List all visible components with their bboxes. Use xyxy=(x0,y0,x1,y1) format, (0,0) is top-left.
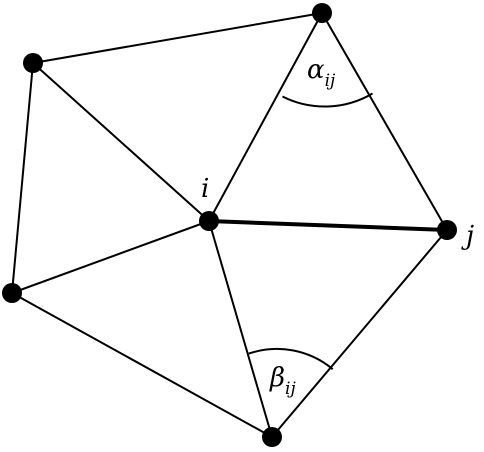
label-beta-subscript: ij xyxy=(285,379,296,399)
vertex-i xyxy=(199,211,219,231)
edge-i-j xyxy=(207,219,449,232)
vertex-left xyxy=(2,283,22,303)
edge-left-top-left xyxy=(11,62,34,294)
alpha-angle-arc xyxy=(282,92,374,108)
label-alpha-symbol: α xyxy=(307,55,325,85)
vertex-bottom xyxy=(262,427,282,447)
edge-top-left-top-right xyxy=(32,12,323,64)
label-i: i xyxy=(201,174,209,204)
edge-i-bottom xyxy=(208,220,273,438)
vertex-top-left xyxy=(23,53,43,73)
label-alpha-ij: αij xyxy=(307,55,336,91)
label-j: j xyxy=(461,221,474,251)
vertex-top-right xyxy=(312,3,332,23)
edge-i-top-right xyxy=(208,12,323,222)
beta-angle-arc xyxy=(248,347,334,370)
edge-top-right-j xyxy=(321,12,448,231)
edge-i-top-left xyxy=(32,62,210,222)
vertex-j xyxy=(437,220,457,240)
label-beta-symbol: β xyxy=(269,363,285,393)
label-alpha-subscript: ij xyxy=(325,71,336,91)
edge-bottom-left xyxy=(11,292,273,438)
edge-j-bottom xyxy=(271,229,448,438)
label-beta-ij: βij xyxy=(269,363,296,399)
edge-i-left xyxy=(11,220,210,294)
